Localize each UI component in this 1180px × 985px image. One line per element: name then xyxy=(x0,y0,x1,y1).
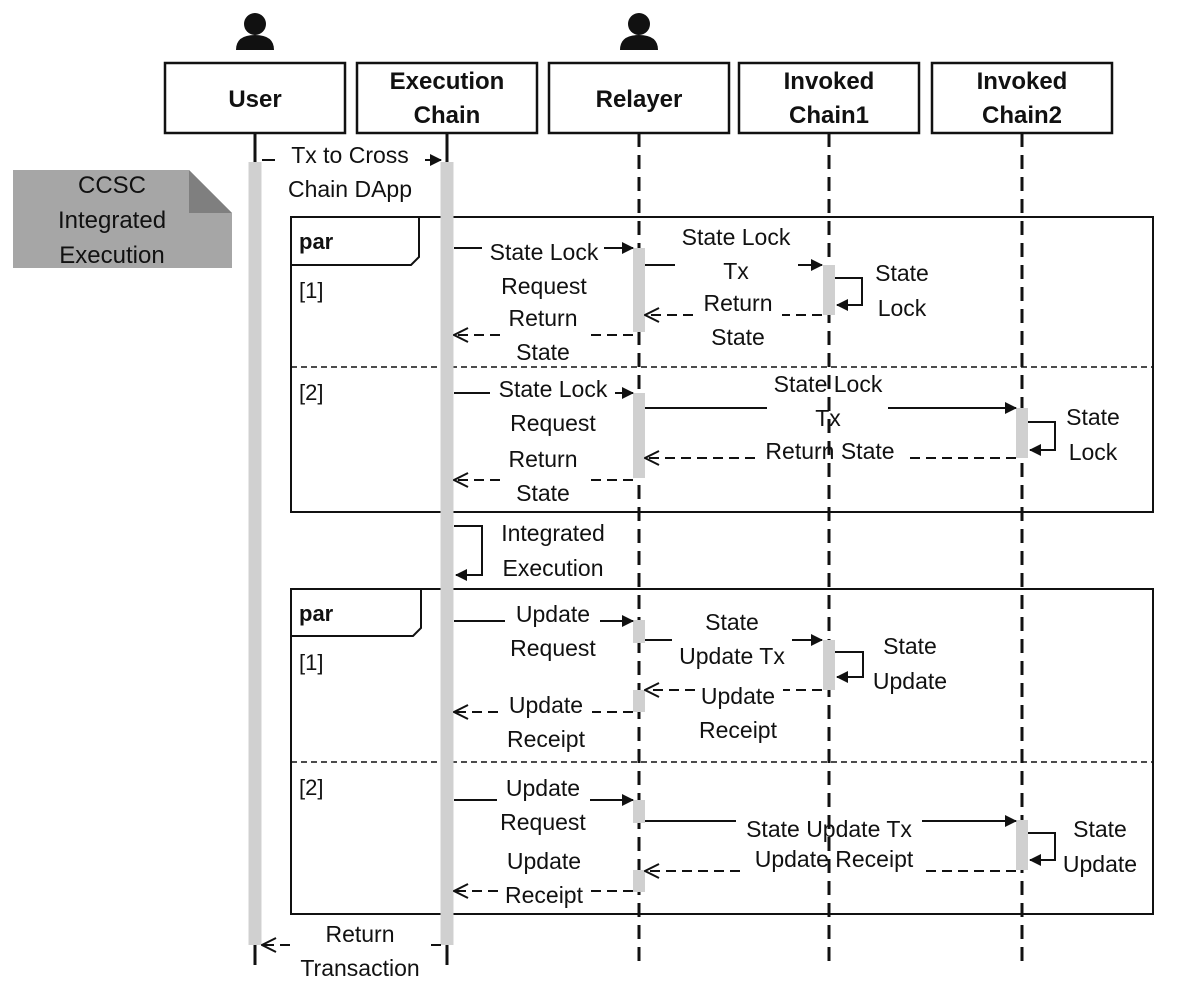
self-message-arrow xyxy=(835,651,864,683)
participant-label: Relayer xyxy=(596,86,683,113)
participant-box xyxy=(737,61,921,135)
note-fold xyxy=(189,170,232,213)
participant-box xyxy=(547,61,731,135)
participant-box xyxy=(163,61,347,135)
activation-bar-inv1 xyxy=(823,265,835,315)
self-message-arrow xyxy=(1028,421,1056,456)
fragment-operator: par xyxy=(299,229,334,254)
message-label: Update Receipt xyxy=(755,846,914,872)
fragment-frame xyxy=(290,216,1154,513)
fragment-frame xyxy=(290,588,1154,915)
fragment-guard: [2] xyxy=(299,380,323,405)
self-message-arrow xyxy=(835,277,863,311)
activation-bar-relayer xyxy=(633,393,645,478)
message-inv2-to-relayer: Update Receipt xyxy=(645,846,1016,872)
message-label: State Update Tx xyxy=(746,816,912,842)
participant-relayer: Relayer xyxy=(547,13,731,135)
participant-box xyxy=(930,61,1114,135)
fragment-tab xyxy=(291,589,422,637)
par-fragment: par [1] [2] xyxy=(290,216,1154,513)
fragment-guard: [2] xyxy=(299,775,323,800)
self-message-arrow xyxy=(454,525,483,581)
activation-bar-relayer xyxy=(633,870,645,892)
person-icon xyxy=(236,13,274,50)
fragment-guard: [1] xyxy=(299,278,323,303)
note-body xyxy=(13,170,232,268)
participant-box xyxy=(355,61,539,135)
activation-bar-relayer xyxy=(633,248,645,332)
activation-bar-exec xyxy=(440,162,454,945)
activation-bar-relayer xyxy=(633,800,645,823)
activation-bar-relayer xyxy=(633,690,645,712)
activation-bar-inv2 xyxy=(1016,408,1028,458)
self-message-arrow xyxy=(1028,832,1056,866)
participant-label: User xyxy=(228,86,281,113)
activation-bar-inv2 xyxy=(1016,820,1028,870)
fragment-tab xyxy=(291,217,420,266)
activation-bar-inv1 xyxy=(823,640,835,690)
message-relayer-to-inv2: State Update Tx xyxy=(645,815,1017,842)
activation-bar-user xyxy=(248,162,262,945)
message-label: Return State xyxy=(765,438,894,464)
participant-user: User xyxy=(163,13,347,135)
fragment-operator: par xyxy=(299,601,334,626)
fragment-guard: [1] xyxy=(299,650,323,675)
activation-bar-relayer xyxy=(633,620,645,643)
message-inv2-to-relayer: Return State xyxy=(645,438,1016,464)
person-icon xyxy=(620,13,658,50)
par-fragment: par [1] [2] xyxy=(290,588,1154,915)
